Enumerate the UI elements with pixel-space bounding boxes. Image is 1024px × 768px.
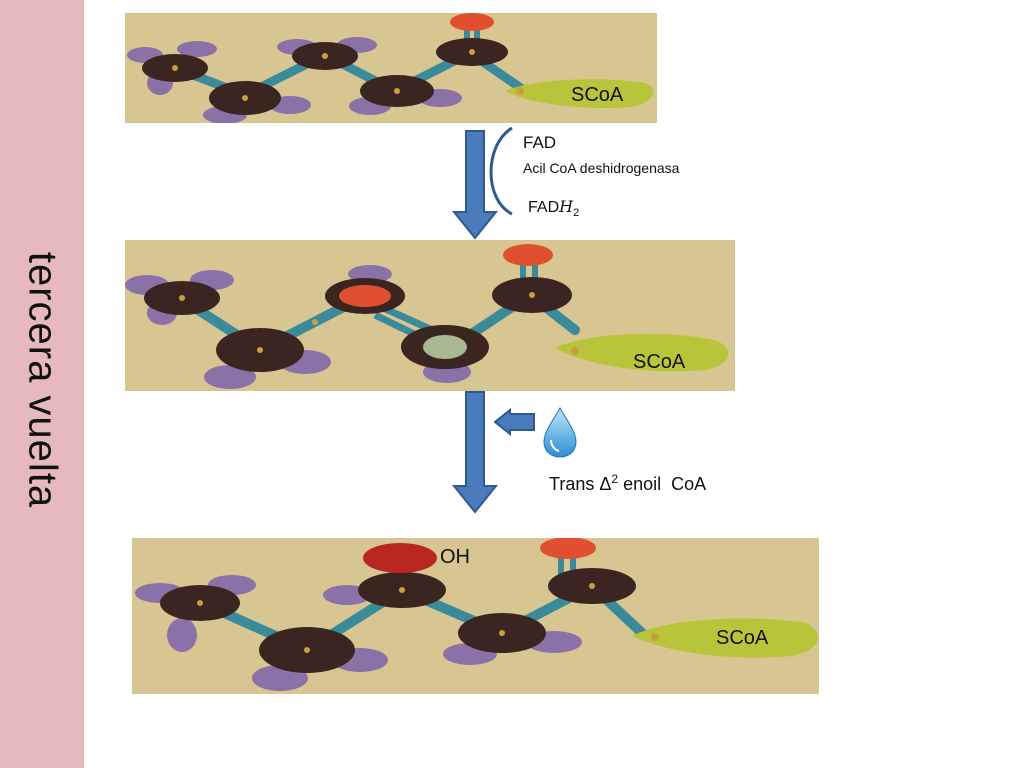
- cofactor-fadh2-label: FADH2: [528, 197, 579, 219]
- down-arrow-step1: [451, 130, 499, 240]
- down-arrow-step2: [451, 391, 499, 514]
- product-post: enoil CoA: [623, 474, 707, 494]
- molecule-model-3: SCoA: [135, 538, 818, 691]
- molecule-model-2: SCoA: [125, 244, 729, 389]
- coa-label-3: SCoA: [716, 627, 769, 649]
- coa-label-2: SCoA: [633, 351, 686, 373]
- product-label: Trans Δ2 enoil CoA: [549, 472, 706, 495]
- water-drop-icon: [543, 406, 577, 458]
- fadh2-sub: 2: [573, 207, 580, 220]
- sidebar: tercera vuelta: [0, 0, 84, 768]
- molecule-photo-hydroxyacyl-coa: SCoA: [132, 538, 819, 694]
- product-delta: Δ: [599, 474, 612, 494]
- enzyme-label: Acil CoA deshidrogenasa: [523, 160, 680, 176]
- cofactor-fad-label: FAD: [523, 133, 557, 152]
- product-sup: 2: [611, 472, 619, 486]
- fadh2-h: H: [559, 197, 574, 216]
- molecule-model-1: SCoA: [127, 13, 654, 123]
- hydroxyl-label: OH: [440, 546, 470, 568]
- water-input-arrow: [493, 407, 535, 437]
- molecule-photo-acyl-coa: SCoA: [125, 13, 657, 123]
- molecule-photo-enoyl-coa: SCoA: [125, 240, 735, 391]
- cofactor-curved-arrow: [489, 126, 513, 216]
- product-pre: Trans: [549, 474, 595, 494]
- coa-label-1: SCoA: [571, 84, 624, 106]
- fadh2-base: FAD: [528, 199, 560, 216]
